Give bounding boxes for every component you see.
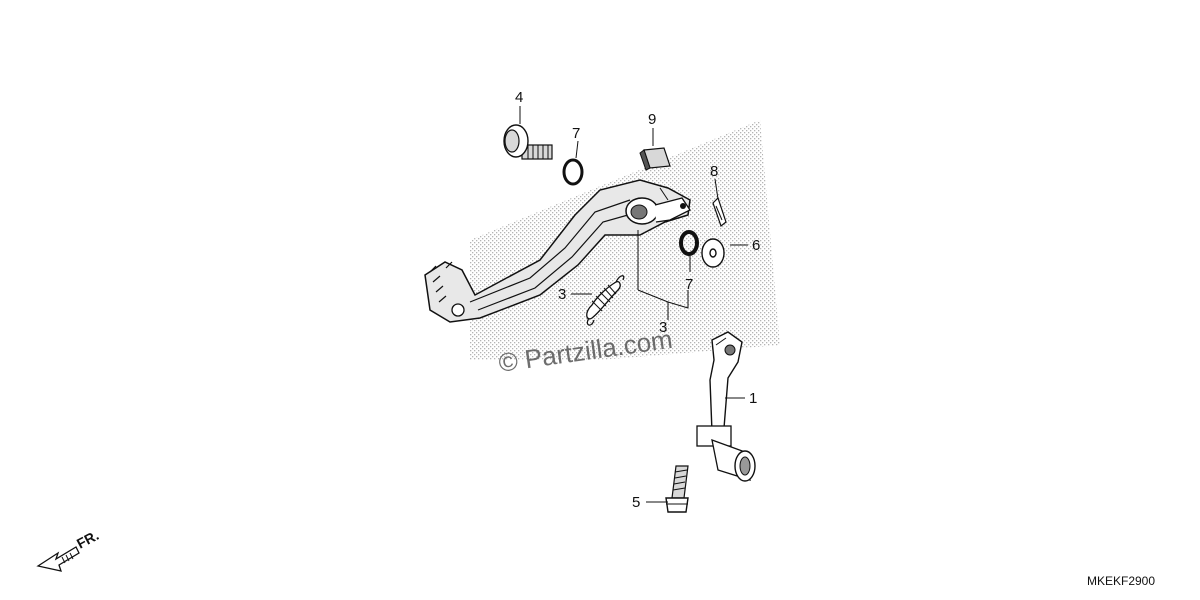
callout-3-spring: 3 bbox=[558, 286, 566, 303]
callout-5: 5 bbox=[632, 494, 640, 511]
seal-ring-part-7-lower[interactable] bbox=[679, 230, 699, 256]
callout-7-lower: 7 bbox=[685, 276, 693, 293]
clip-part-9[interactable] bbox=[639, 147, 671, 171]
bolt-part-5[interactable] bbox=[665, 465, 689, 513]
cotter-pin-part-8[interactable] bbox=[712, 196, 727, 227]
return-spring-part-3[interactable] bbox=[586, 275, 625, 326]
seal-ring-part-7-upper[interactable] bbox=[562, 158, 584, 186]
callout-9: 9 bbox=[648, 111, 656, 128]
callout-1: 1 bbox=[749, 390, 757, 407]
stipple-background bbox=[470, 120, 780, 360]
callout-6: 6 bbox=[752, 237, 760, 254]
diagram-code: MKEKF2900 bbox=[1087, 574, 1155, 588]
leader-lines bbox=[519, 106, 748, 503]
pivot-bolt-part-4[interactable] bbox=[503, 124, 553, 160]
brake-pedal-part-2[interactable] bbox=[424, 179, 691, 323]
front-direction-label: FR. bbox=[74, 527, 101, 552]
shift-pedal-part-1[interactable] bbox=[696, 331, 756, 482]
callout-8: 8 bbox=[710, 163, 718, 180]
callout-3-bracket: 3 bbox=[659, 319, 667, 336]
washer-part-6[interactable] bbox=[701, 238, 725, 268]
front-direction-arrow-icon bbox=[36, 546, 80, 572]
callout-4: 4 bbox=[515, 89, 523, 106]
callout-7-upper: 7 bbox=[572, 125, 580, 142]
